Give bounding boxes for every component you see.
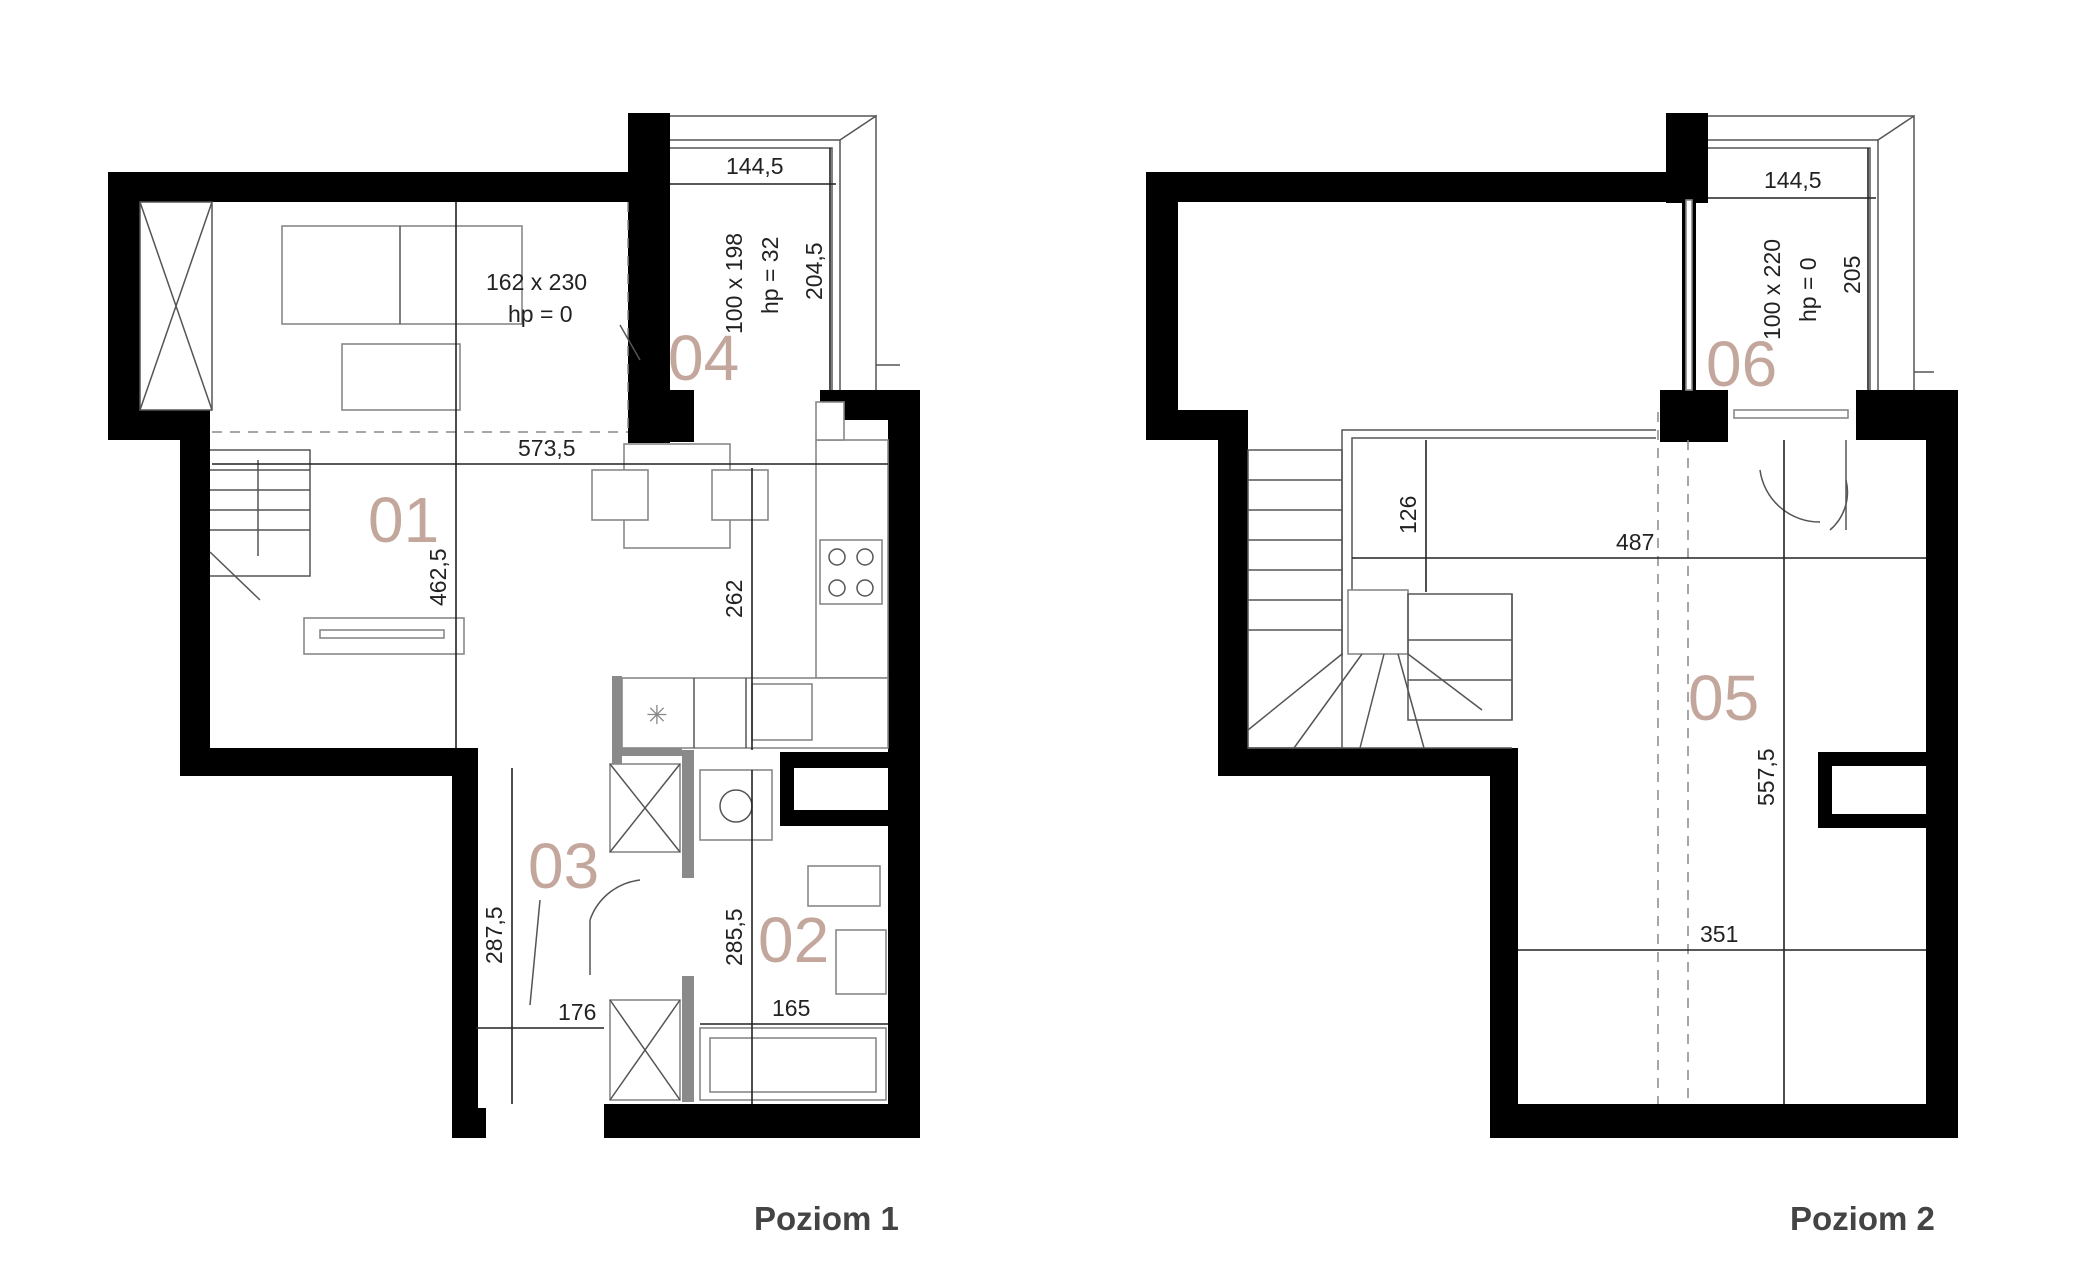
dim-285-5: 285,5 [721,908,747,966]
room-04-label: 04 [668,322,739,394]
level-1-left-frame [139,201,213,411]
room-03-label: 03 [528,830,599,902]
room-01-label: 01 [368,484,439,556]
dim-204-5: 204,5 [801,242,827,300]
level-1-walls [108,113,920,1138]
level-1-doors [529,324,641,1006]
level-2-walls [1146,113,1958,1138]
level-1-balcony [670,114,900,390]
svg-text:✳: ✳ [646,700,668,730]
level-2-plan [1146,113,1958,1138]
level-1-plan: ✳ [108,113,920,1138]
balcony-door-size-l1: 100 x 198 [721,233,747,334]
level-2-mezzanine [1341,429,1656,656]
level-2-balcony [1682,114,1934,391]
dim-165: 165 [772,995,810,1021]
dim-144-5-l2: 144,5 [1764,167,1822,193]
dining-set [591,443,769,549]
coffee-table [341,343,461,411]
level-1-stairs [209,449,311,601]
balcony-door-size-l2: 100 x 220 [1759,239,1785,340]
kitchen: ✳ [621,401,889,749]
dim-557-5: 557,5 [1753,748,1779,806]
window-hp-label: hp = 0 [508,301,573,327]
window-size-label: 162 x 230 [486,269,587,295]
dim-144-5-l1: 144,5 [726,153,784,179]
room-02-label: 02 [758,904,829,976]
level-2-door [1733,409,1849,531]
balcony-door-hp-l2: hp = 0 [1795,257,1821,322]
level-1-partitions [612,676,694,1102]
room-05-label: 05 [1688,662,1759,734]
dim-205: 205 [1839,256,1865,294]
level-1-title: Poziom 1 [754,1200,899,1237]
sofa [281,225,523,325]
dim-462-5: 462,5 [425,548,451,606]
dim-487: 487 [1616,529,1654,555]
room-06-label: 06 [1706,328,1777,400]
dim-287-5: 287,5 [481,906,507,964]
dim-126: 126 [1395,496,1421,534]
dim-573-5: 573,5 [518,435,576,461]
level-2-dimensions [1352,148,1926,1104]
dim-351: 351 [1700,921,1738,947]
level-1-dimensions [212,148,888,1104]
balcony-door-hp-l1: hp = 32 [757,237,783,314]
dim-262: 262 [721,580,747,618]
level-2-title: Poziom 2 [1790,1200,1935,1237]
level-2-stairs [1247,449,1513,749]
tv-cabinet [303,617,465,655]
level-1-units [609,763,887,1101]
dim-176: 176 [558,999,596,1025]
